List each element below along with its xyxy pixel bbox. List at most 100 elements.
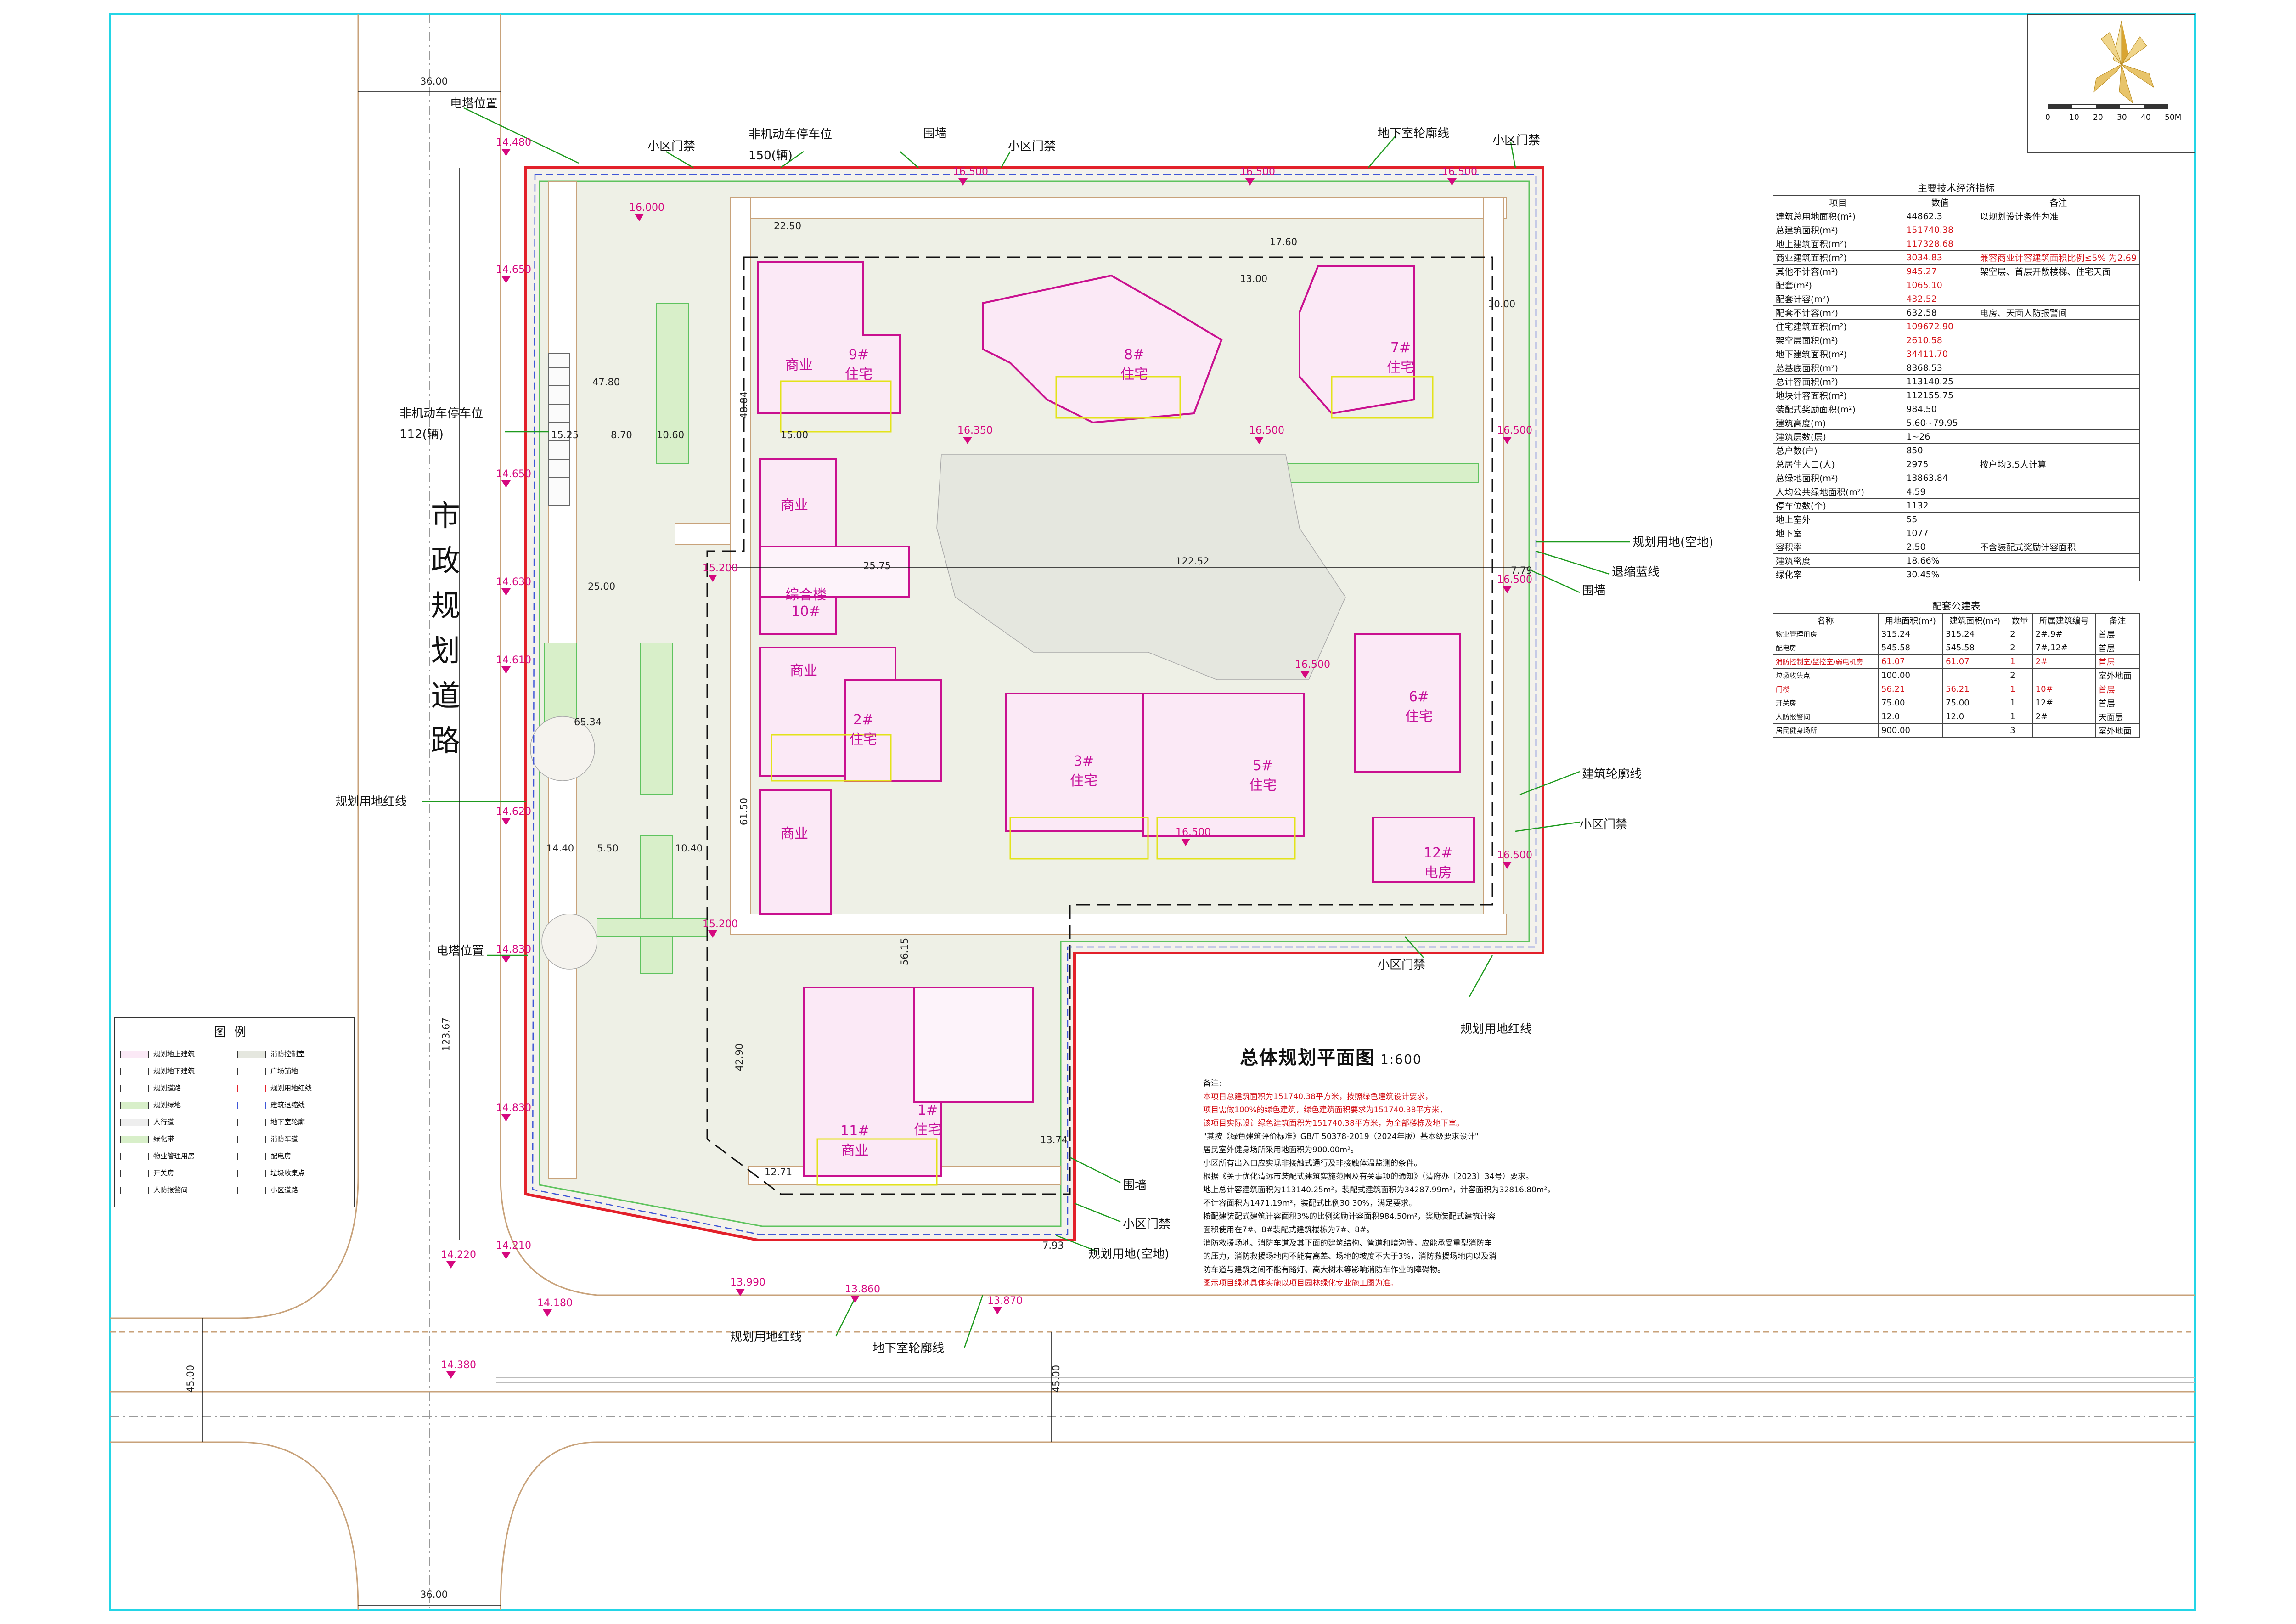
- dimension-label: 5.50: [597, 843, 619, 854]
- callout-gate3: 小区门禁: [1492, 134, 1541, 147]
- elevation-marker: 16.350: [957, 425, 993, 444]
- tech-cell-item: 住宅建筑面积(m²): [1772, 319, 1904, 333]
- elevation-marker: 14.650: [496, 468, 531, 488]
- facility-cell: 75.00: [1942, 696, 2008, 710]
- bike-parking-left: [548, 353, 570, 506]
- legend-swatch: [120, 1152, 149, 1160]
- legend-item: 规划绿地: [115, 1098, 230, 1112]
- building-label-b1: 1#住宅: [914, 1102, 941, 1139]
- dimension-label: 123.67: [440, 1017, 452, 1051]
- legend-item-label: 绿化带: [153, 1135, 174, 1143]
- tech-cell-item: 总居住人口(人): [1772, 457, 1904, 471]
- tech-cell-note: [1976, 278, 2140, 292]
- callout-gate4: 小区门禁: [1580, 818, 1628, 832]
- facility-cell: 315.24: [1878, 627, 1943, 641]
- elevation-marker: 15.200: [703, 563, 738, 582]
- tech-cell-note: [1976, 498, 2140, 513]
- tech-table-row: 地下建筑面积(m²)34411.70: [1772, 347, 2140, 361]
- facility-cell: 2#: [2032, 710, 2096, 724]
- tech-table-row: 地上建筑面积(m²)117328.68: [1772, 237, 2140, 251]
- tech-table-row: 地块计容面积(m²)112155.75: [1772, 388, 2140, 402]
- facility-cell: [1942, 668, 2008, 682]
- building-label-b6: 6#住宅: [1405, 689, 1433, 725]
- facility-cell: 12.0: [1942, 710, 2008, 724]
- legend-item: 消防控制室: [232, 1047, 347, 1061]
- facility-table: 配套公建表 名称用地面积(m²)建筑面积(m²)数量所属建筑编号备注 物业管理用…: [1773, 599, 2140, 738]
- callout-redline_left: 规划用地红线: [335, 795, 407, 809]
- building-label-b8: 8#住宅: [1120, 347, 1148, 383]
- tech-cell-item: 地块计容面积(m²): [1772, 388, 1904, 402]
- tech-table-row: 总绿地面积(m²)13863.84: [1772, 471, 2140, 485]
- building-label-b7: 7#住宅: [1387, 340, 1414, 376]
- tech-cell-value: 1132: [1903, 498, 1977, 513]
- notes-label: 备注:: [1203, 1079, 1221, 1088]
- dimension-label: 22.50: [774, 220, 802, 231]
- building-label-line: 商业: [841, 1143, 869, 1159]
- tech-cell-note: [1976, 361, 2140, 375]
- facility-cell: [1942, 723, 2008, 738]
- building-label-line: 11#: [840, 1123, 870, 1139]
- road-lines: [110, 14, 2195, 1610]
- callout-redline_bottom: 规划用地红线: [730, 1330, 802, 1344]
- yellow-accessory-lines: [771, 376, 1434, 1186]
- tech-cell-item: 配套计容(m²): [1772, 292, 1904, 306]
- legend-item-label: 人防报警间: [153, 1186, 188, 1194]
- elevation-marker: 13.990: [730, 1277, 765, 1296]
- dimension-label: 61.50: [738, 797, 750, 826]
- road-name-char: 路: [431, 724, 460, 758]
- scale-tick-label: 50M: [2165, 113, 2182, 122]
- facility-cell: 12.0: [1878, 710, 1943, 724]
- tech-cell-note: [1976, 416, 2140, 430]
- facility-cell: [2032, 723, 2096, 738]
- tech-cell-note: [1976, 292, 2140, 306]
- note-line: 图示项目绿地具体实施以项目园林绿化专业施工图为准。: [1203, 1279, 1398, 1288]
- callout-gate6: 小区门禁: [1123, 1218, 1171, 1231]
- basement-outline: [706, 256, 1493, 1195]
- facility-cell: 2: [2007, 668, 2033, 682]
- legend-item-label: 小区道路: [270, 1186, 298, 1194]
- notes-block: 备注: 本项目总建筑面积为151740.38平方米，按照绿色建筑设计要求，项目需…: [1203, 1077, 1555, 1290]
- callout-bike112a: 非机动车停车位: [400, 407, 484, 421]
- facility-cell: 首层: [2095, 682, 2140, 696]
- note-line: 消防救援场地、消防车道及其下面的建筑结构、管道和暗沟等，应能承受重型消防车: [1203, 1239, 1492, 1248]
- tech-cell-value: 1065.10: [1903, 278, 1977, 292]
- facility-cell: 315.24: [1942, 627, 2008, 641]
- callout-open_land: 规划用地(空地): [1632, 536, 1714, 549]
- legend-item-label: 消防车道: [270, 1135, 298, 1143]
- building-label-line: 综合楼: [785, 587, 827, 603]
- tech-cell-note: [1976, 388, 2140, 402]
- drawing-scale: 1:600: [1380, 1052, 1422, 1067]
- tech-table-row: 配套(m²)1065.10: [1772, 278, 2140, 292]
- tech-cell-item: 架空层面积(m²): [1772, 333, 1904, 347]
- dimension-lines: [202, 91, 1529, 1606]
- facility-cell: 首层: [2095, 641, 2140, 655]
- elevation-marker: 14.830: [496, 1102, 531, 1122]
- tech-header-item: 项目: [1772, 195, 1904, 209]
- drawing-frame: [109, 13, 2196, 1611]
- building-label-line: 住宅: [850, 732, 877, 748]
- note-line: 居民室外健身场所采用地面积为900.00m²。: [1203, 1145, 1358, 1155]
- note-line: 的压力，消防救援场地内不能有高差、场地的坡度不大于3%，消防救援场地内以及消: [1203, 1252, 1497, 1261]
- facility-cell: 首层: [2095, 627, 2140, 641]
- building-label-b11: 11# 商业: [840, 1123, 869, 1159]
- legend-swatch: [237, 1084, 266, 1092]
- note-line: 不计容面积为1471.19m²，装配式比例30.30%，满足要求。: [1203, 1199, 1417, 1208]
- note-line: 按配建装配式建筑计容面积3%的比例奖励计容面积984.50m²，奖励装配式建筑计…: [1203, 1212, 1496, 1221]
- road-name-char: 划: [431, 634, 460, 668]
- facility-cell: 12#: [2032, 696, 2096, 710]
- facility-cell: 人防报警间: [1773, 710, 1879, 724]
- legend-item-label: 物业管理用房: [153, 1152, 195, 1160]
- tech-table-row: 配套计容(m²)432.52: [1772, 292, 2140, 306]
- elevation-marker: 14.610: [496, 654, 531, 674]
- tech-cell-value: 632.58: [1903, 305, 1977, 320]
- legend-item: 广场铺地: [232, 1064, 347, 1078]
- road-name-char: 规: [431, 589, 460, 623]
- facility-cell: 居民健身场所: [1773, 723, 1879, 738]
- building-label-line: 9#: [848, 347, 869, 363]
- note-line: "其按《绿色建筑评价标准》GB/T 50378-2019（2024年版）基本级要…: [1203, 1132, 1479, 1141]
